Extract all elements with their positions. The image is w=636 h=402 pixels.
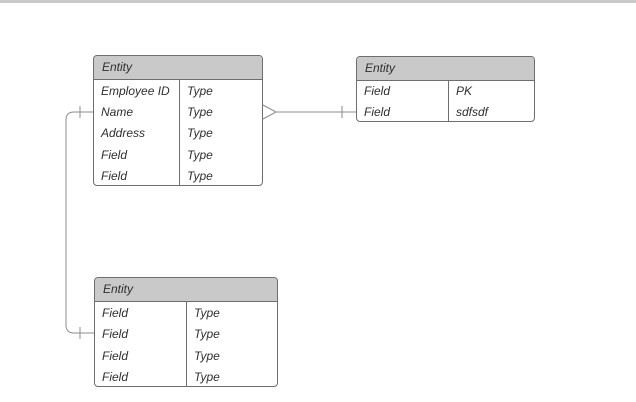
connector-one-to-one[interactable] <box>65 106 94 339</box>
table-row[interactable]: Field Type <box>94 144 262 166</box>
field-type-cell[interactable]: Type <box>179 80 262 102</box>
field-name-cell[interactable]: Field <box>102 327 129 342</box>
connector-many-to-one[interactable] <box>262 104 356 120</box>
table-row[interactable]: Name Type <box>94 101 262 123</box>
field-type-cell[interactable]: Type <box>179 144 262 166</box>
field-name-cell[interactable]: Field <box>364 104 391 119</box>
field-name-cell[interactable]: Employee ID <box>101 83 170 98</box>
entity-title[interactable]: Entity <box>357 57 534 81</box>
field-name-cell[interactable]: Name <box>101 105 134 120</box>
field-name-cell[interactable]: Field <box>102 370 129 385</box>
entity-rows: Field PK Field sdfsdf <box>357 81 534 121</box>
table-row[interactable]: Field Type <box>95 302 277 324</box>
entity-table-top-right[interactable]: Entity Field PK Field sdfsdf <box>356 56 535 122</box>
field-name-cell[interactable]: Field <box>101 169 128 184</box>
connector-line[interactable] <box>65 111 94 334</box>
field-name-cell[interactable]: Field <box>101 147 128 162</box>
field-name-cell[interactable]: Field <box>364 84 391 99</box>
top-border-bar <box>0 0 636 3</box>
field-type-cell[interactable]: Type <box>186 366 277 386</box>
entity-title[interactable]: Entity <box>95 278 277 302</box>
field-type-cell[interactable]: Type <box>179 122 262 145</box>
field-type-cell[interactable]: Type <box>179 165 262 185</box>
table-row[interactable]: Field PK <box>357 81 534 102</box>
table-row[interactable]: Field Type <box>95 366 277 386</box>
field-name-cell[interactable]: Address <box>101 126 146 141</box>
table-row[interactable]: Field Type <box>94 165 262 185</box>
field-name-cell[interactable]: Field <box>102 348 129 363</box>
field-type-cell[interactable]: PK <box>448 81 534 102</box>
field-type-cell[interactable]: Type <box>186 302 277 324</box>
table-row[interactable]: Employee ID Type <box>94 80 262 102</box>
table-row[interactable]: Address Type <box>94 122 262 145</box>
table-row[interactable]: Field Type <box>95 323 277 345</box>
table-row[interactable]: Field sdfsdf <box>357 101 534 121</box>
field-type-cell[interactable]: Type <box>186 323 277 345</box>
field-name-cell[interactable]: Field <box>102 305 129 320</box>
field-type-cell[interactable]: Type <box>186 345 277 367</box>
field-type-cell[interactable]: sdfsdf <box>448 101 534 121</box>
crows-foot-many-icon <box>262 104 278 120</box>
table-row[interactable]: Field Type <box>95 345 277 367</box>
field-type-cell[interactable]: Type <box>179 101 262 123</box>
entity-title[interactable]: Entity <box>94 56 262 80</box>
